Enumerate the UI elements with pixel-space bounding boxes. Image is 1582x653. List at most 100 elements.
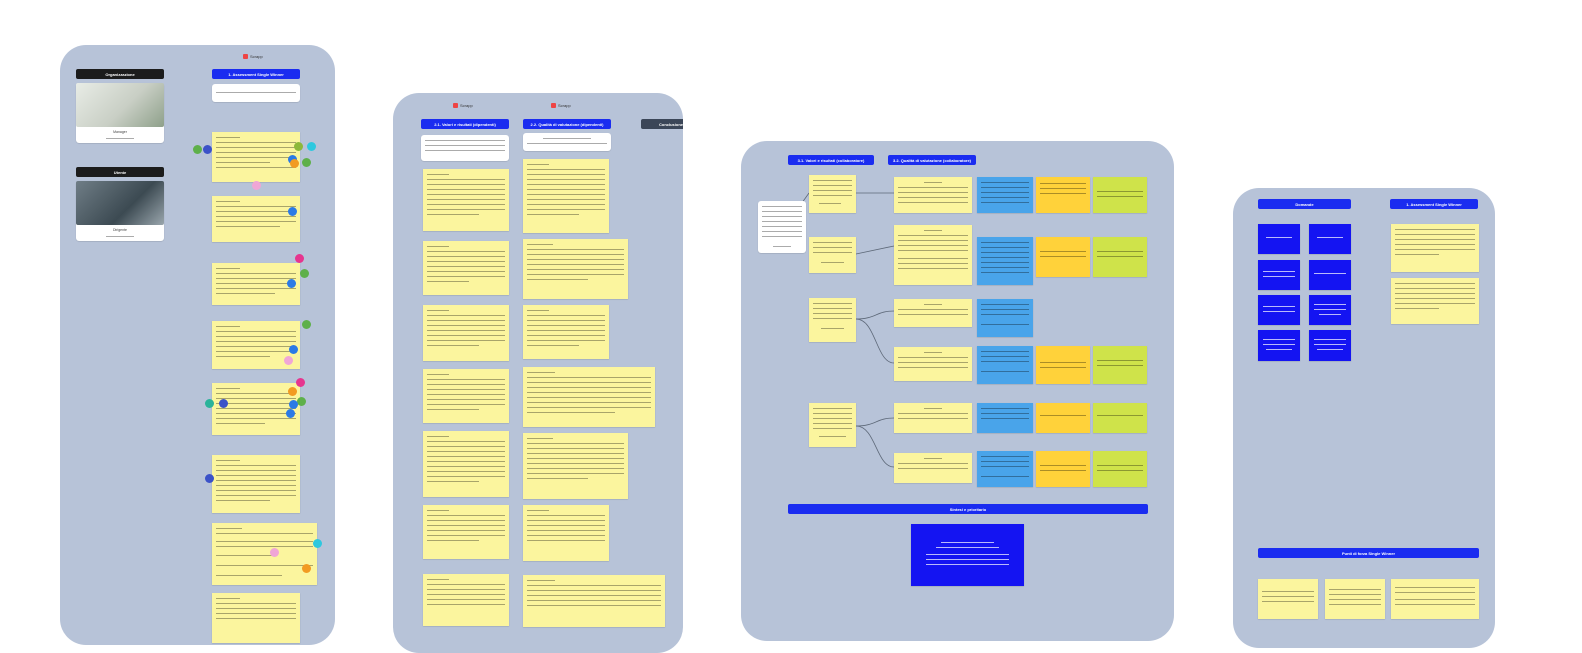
sticky-note[interactable] (523, 505, 609, 561)
sticky-note[interactable] (212, 196, 300, 242)
sticky-note[interactable] (894, 403, 972, 433)
sticky-note[interactable] (894, 453, 972, 483)
sticky-note[interactable] (809, 237, 856, 273)
sticky-note-blue[interactable] (977, 177, 1033, 213)
sticky-note[interactable] (423, 305, 509, 361)
vote-dot (302, 320, 311, 329)
sticky-note[interactable] (1258, 579, 1318, 619)
vote-dot (300, 269, 309, 278)
intro-note[interactable] (421, 135, 509, 161)
vote-dot (313, 539, 322, 548)
board-tag-label: Scrapp (460, 103, 473, 108)
vote-dot (287, 279, 296, 288)
vote-dot (302, 564, 311, 573)
sticky-note[interactable] (523, 305, 609, 359)
persona-photo (76, 83, 164, 127)
vote-dot (297, 397, 306, 406)
persona-caption: Manager (113, 130, 127, 134)
sticky-note[interactable] (212, 383, 300, 435)
persona-card-executive[interactable]: Dirigente (76, 181, 164, 241)
sticky-note[interactable] (523, 433, 628, 499)
vote-dot (290, 159, 299, 168)
sticky-note-blue[interactable] (977, 451, 1033, 487)
sticky-note[interactable] (523, 239, 628, 299)
vote-dot (284, 356, 293, 365)
sticky-note[interactable] (423, 241, 509, 295)
sticky-note-green[interactable] (1093, 403, 1147, 433)
sticky-note-green[interactable] (1093, 346, 1147, 384)
sticky-note[interactable] (894, 177, 972, 213)
sticky-note[interactable] (212, 455, 300, 513)
question-note[interactable] (1309, 260, 1351, 290)
header-organization: Organizzazione (76, 69, 164, 79)
board-tag-icon (453, 103, 458, 108)
sticky-note-green[interactable] (1093, 237, 1147, 277)
sticky-note[interactable] (809, 403, 856, 447)
board-values-employees[interactable]: Scrapp Scrapp 2.1. Valori e risultati (d… (393, 93, 683, 653)
sticky-note[interactable] (423, 505, 509, 559)
summary-note[interactable] (911, 524, 1024, 586)
sticky-note[interactable] (809, 298, 856, 342)
header-assessment: 1. Assessment Single Winner (212, 69, 300, 79)
sticky-note[interactable] (423, 169, 509, 231)
sticky-note[interactable] (212, 263, 300, 305)
vote-dot (193, 145, 202, 154)
board-values-collaborators[interactable]: 3.1. Valori e risultati (collaboratore) … (741, 141, 1174, 641)
header-values-results: 3.1. Valori e risultati (collaboratore) (788, 155, 874, 165)
question-note[interactable] (1309, 224, 1351, 254)
header-evaluation-quality: 3.2. Qualità di valutazione (collaborato… (888, 155, 976, 165)
vote-dot (205, 474, 214, 483)
sticky-note-green[interactable] (1093, 451, 1147, 487)
sticky-note[interactable] (212, 523, 317, 585)
sticky-note[interactable] (894, 225, 972, 285)
sticky-note-orange[interactable] (1036, 346, 1090, 384)
sticky-note[interactable] (1325, 579, 1385, 619)
sticky-note[interactable] (212, 132, 300, 182)
sticky-note-orange[interactable] (1036, 403, 1090, 433)
sticky-note[interactable] (894, 299, 972, 327)
sticky-note-orange[interactable] (1036, 177, 1090, 213)
sticky-note[interactable] (1391, 224, 1479, 272)
board-questions[interactable]: Domande 1. Assessment Single Winner Punt… (1233, 188, 1495, 648)
board-tag-icon (551, 103, 556, 108)
question-note[interactable] (1309, 330, 1351, 361)
sticky-note[interactable] (809, 175, 856, 213)
vote-dot (205, 399, 214, 408)
question-note[interactable] (1258, 260, 1300, 290)
sticky-note-blue[interactable] (977, 237, 1033, 285)
board-tag-label: Scrapp (250, 54, 263, 59)
intro-note[interactable] (212, 84, 300, 102)
header-questions: Domande (1258, 199, 1351, 209)
question-note[interactable] (1258, 224, 1300, 254)
vote-dot (288, 207, 297, 216)
sticky-note[interactable] (894, 347, 972, 381)
header-values-results: 2.1. Valori e risultati (dipendenti) (421, 119, 509, 129)
persona-photo (76, 181, 164, 225)
question-note[interactable] (1309, 295, 1351, 325)
vote-dot (288, 387, 297, 396)
question-note[interactable] (1258, 330, 1300, 361)
sticky-note-blue[interactable] (977, 403, 1033, 433)
sticky-note-blue[interactable] (977, 299, 1033, 337)
intro-note[interactable] (523, 133, 611, 151)
board-assessment[interactable]: Scrapp Organizzazione Manager Utente Dir… (60, 45, 335, 645)
sticky-note[interactable] (523, 367, 655, 427)
vote-dot (296, 378, 305, 387)
sticky-note[interactable] (212, 593, 300, 643)
sticky-note-orange[interactable] (1036, 237, 1090, 277)
sticky-note[interactable] (523, 159, 609, 233)
vote-dot (302, 158, 311, 167)
sticky-note-green[interactable] (1093, 177, 1147, 213)
sticky-note[interactable] (1391, 579, 1479, 619)
intro-note[interactable] (758, 201, 806, 253)
sticky-note[interactable] (523, 575, 665, 627)
sticky-note[interactable] (423, 369, 509, 423)
question-note[interactable] (1258, 295, 1300, 325)
persona-card-manager[interactable]: Manager (76, 83, 164, 143)
sticky-note-orange[interactable] (1036, 451, 1090, 487)
sticky-note-blue[interactable] (977, 346, 1033, 384)
sticky-note[interactable] (423, 431, 509, 497)
sticky-note[interactable] (423, 574, 509, 626)
board-tag-icon (243, 54, 248, 59)
sticky-note[interactable] (1391, 278, 1479, 324)
